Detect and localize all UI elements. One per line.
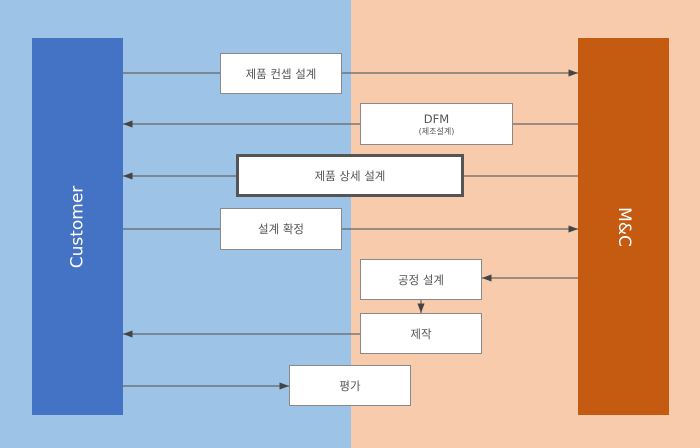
step-manufacture: 제작 xyxy=(360,313,482,354)
step-dfm: DFM(제조설계) xyxy=(360,103,513,145)
step-detail-design: 제품 상세 설계 xyxy=(236,154,464,197)
mc-bar: M&C xyxy=(578,38,669,415)
step-label: DFM xyxy=(423,111,450,126)
step-concept-design: 제품 컨셉 설계 xyxy=(220,53,342,94)
step-label: 제작 xyxy=(410,326,432,341)
step-label: 설계 확정 xyxy=(258,222,304,236)
step-label: 평가 xyxy=(339,378,361,393)
step-process-design: 공정 설계 xyxy=(360,259,482,300)
step-design-confirm: 설계 확정 xyxy=(220,208,342,250)
step-label: 공정 설계 xyxy=(398,272,444,287)
step-label: 제품 상세 설계 xyxy=(314,168,386,183)
customer-bar: Customer xyxy=(32,38,123,415)
step-sublabel: (제조설계) xyxy=(418,126,455,136)
step-evaluation: 평가 xyxy=(289,365,411,406)
step-label: 제품 컨셉 설계 xyxy=(245,66,317,81)
